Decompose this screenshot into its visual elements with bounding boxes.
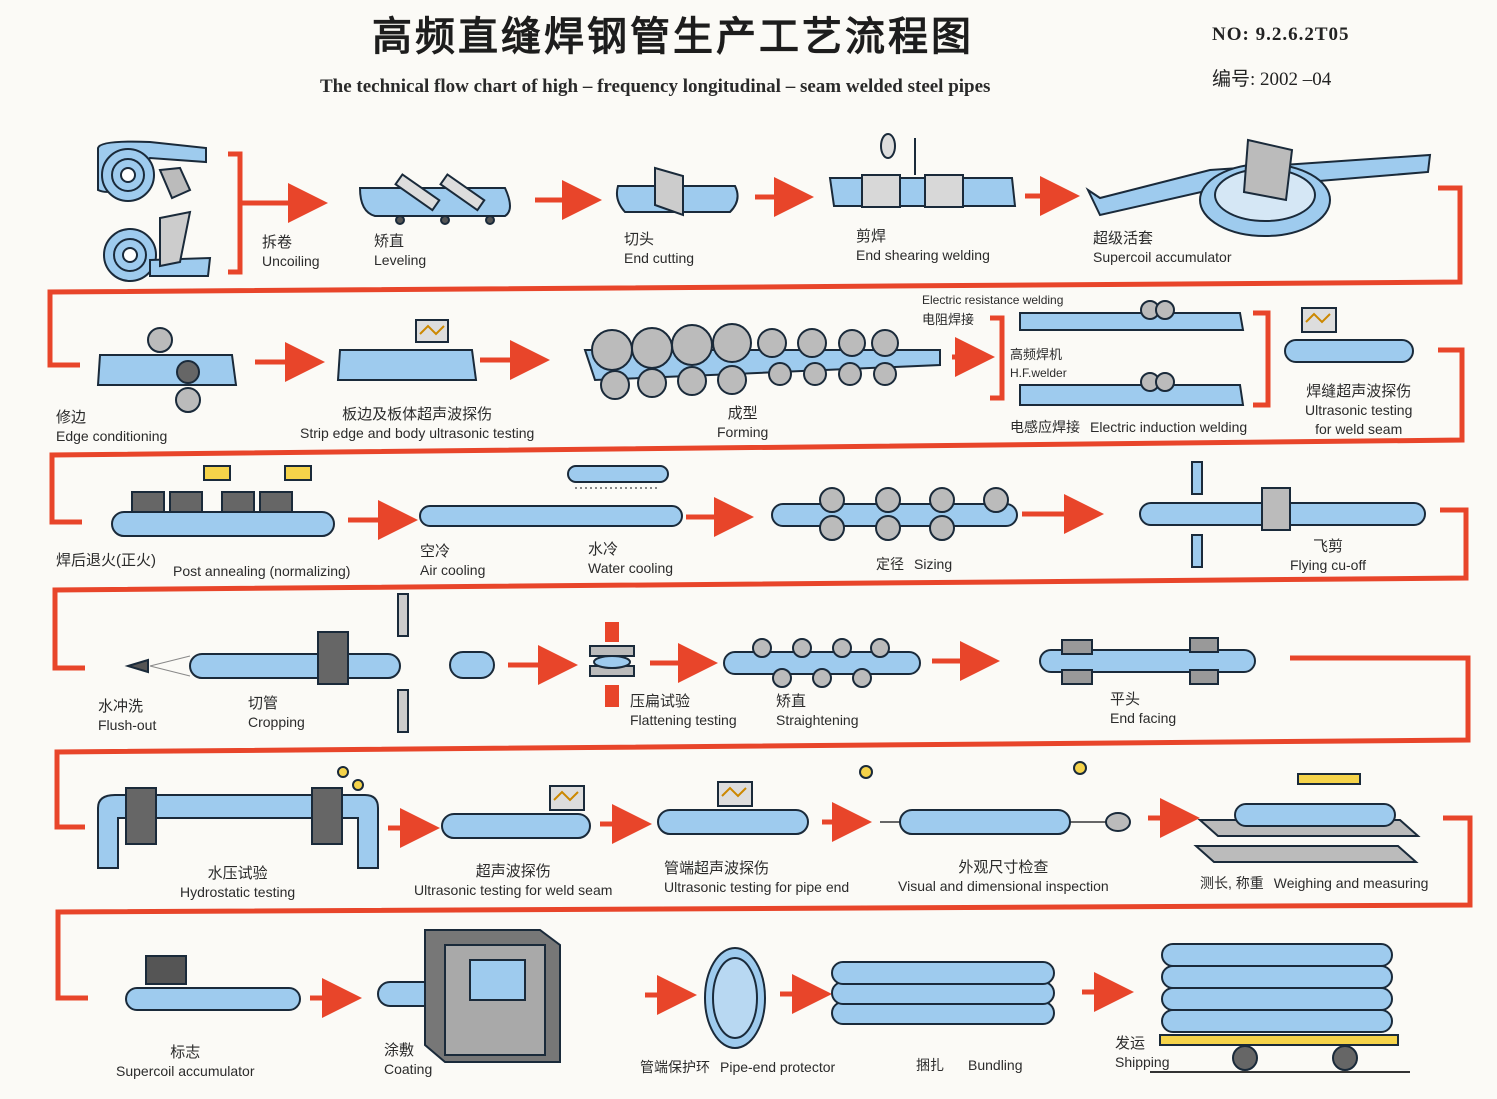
strip-testing-icon (336, 319, 478, 381)
pipe-end-protector-icon (704, 947, 766, 1049)
document-number: NO: 9.2.6.2T05 (1212, 24, 1350, 45)
air-cooling-icon (419, 465, 683, 527)
end-shearing-welding-icon (828, 133, 1017, 208)
weighing-icon (1193, 773, 1421, 863)
end-facing-icon (1039, 637, 1256, 685)
resistance-welding-icon (1019, 300, 1245, 331)
flattening-icon (589, 622, 635, 707)
title-english: The technical flow chart of high – frequ… (320, 76, 991, 97)
ut-pipe-end-icon (657, 781, 809, 835)
marking-icon (125, 955, 301, 1011)
induction-welding-icon (1019, 372, 1245, 406)
flying-cutoff-icon (1139, 461, 1426, 568)
title-chinese: 高频直缝焊钢管生产工艺流程图 (372, 13, 974, 60)
shipping-icon (1150, 943, 1410, 1073)
sizing-icon (771, 487, 1018, 541)
label-post-annealing-cn: 焊后退火(正火) (56, 552, 156, 569)
ut-weld-seam-2-icon (441, 785, 591, 839)
end-cutting-icon (615, 166, 739, 217)
coating-icon (377, 929, 561, 1063)
supercoil-accumulator-icon (1085, 138, 1432, 237)
visual-inspection-icon (859, 761, 1131, 835)
document-code: 编号: 2002 –04 (1212, 69, 1332, 90)
row-connectors (47, 151, 1473, 1001)
leveling-icon (358, 173, 511, 225)
hydrostatic-icon (97, 766, 379, 869)
post-annealing-icon (111, 465, 335, 537)
forming-icon (583, 323, 941, 400)
straightening-icon (723, 638, 921, 688)
bundling-icon (831, 961, 1055, 1025)
label-post-annealing-en: Post annealing (normalizing) (173, 563, 351, 579)
flush-out-icon (124, 593, 495, 733)
ut-weld-seam-1-icon (1284, 307, 1414, 363)
uncoiling-icon (97, 140, 212, 282)
step-arrows (240, 176, 1200, 1018)
edge-conditioning-icon (96, 327, 238, 413)
